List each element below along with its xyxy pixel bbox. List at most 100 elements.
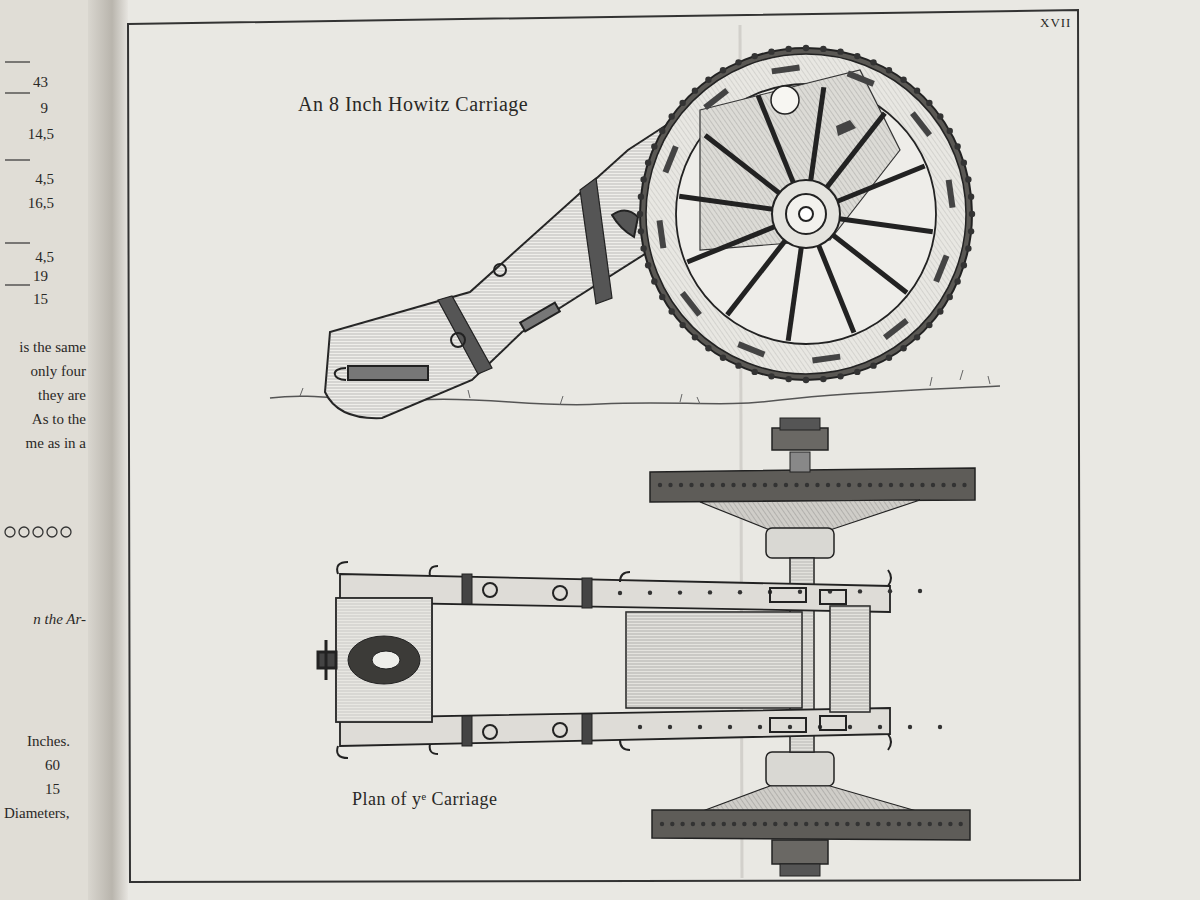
table-number: 43 bbox=[33, 75, 48, 90]
tyre-nail bbox=[752, 369, 758, 375]
bolt bbox=[738, 590, 742, 594]
tyre-nail bbox=[947, 294, 953, 300]
tyre-nail bbox=[926, 100, 932, 106]
tyre-nail bbox=[705, 77, 711, 83]
bolt bbox=[878, 483, 882, 487]
tyre-nail bbox=[640, 245, 646, 251]
tyre-nail bbox=[914, 334, 920, 340]
tyre-nail bbox=[638, 228, 644, 234]
felloe-plate bbox=[910, 111, 932, 137]
bolt bbox=[701, 822, 705, 826]
tyre-nail bbox=[969, 211, 975, 217]
tyre-nail bbox=[968, 228, 974, 234]
bolt bbox=[804, 822, 808, 826]
plate-number: XVII bbox=[1040, 16, 1071, 29]
table-number: 14,5 bbox=[28, 127, 54, 142]
bolt bbox=[698, 725, 702, 729]
table-number: 19 bbox=[33, 269, 48, 284]
wheel-spoke bbox=[810, 87, 824, 184]
bolt bbox=[773, 483, 777, 487]
tyre-nail bbox=[820, 376, 826, 382]
tyre-nail bbox=[669, 308, 675, 314]
tyre-nail bbox=[785, 46, 791, 52]
tyre-nail bbox=[854, 53, 860, 59]
bolt bbox=[897, 822, 901, 826]
bolt bbox=[848, 725, 852, 729]
wheel-spoke bbox=[687, 225, 778, 262]
tyre-nail bbox=[870, 362, 876, 368]
bolt bbox=[758, 725, 762, 729]
bolt bbox=[773, 822, 777, 826]
tyre-nail bbox=[637, 211, 643, 217]
table-number: 60 bbox=[45, 758, 60, 773]
tyre-nail bbox=[937, 308, 943, 314]
tyre-nail bbox=[837, 48, 843, 54]
body-text: me as in a bbox=[26, 436, 86, 451]
bolt bbox=[938, 725, 942, 729]
wheel-spoke bbox=[788, 244, 802, 341]
iron-bands bbox=[438, 178, 612, 374]
bolt bbox=[732, 822, 736, 826]
wheel-spoke bbox=[830, 232, 907, 292]
body-text: is the same bbox=[19, 340, 86, 355]
bolt bbox=[660, 822, 664, 826]
bolt bbox=[678, 590, 682, 594]
plate-border bbox=[128, 10, 1080, 882]
tyre-nail bbox=[651, 143, 657, 149]
felloe-plate bbox=[883, 318, 909, 340]
plate-title: An 8 Inch Howitz Carriage bbox=[298, 94, 528, 114]
bolt bbox=[668, 483, 672, 487]
bolt bbox=[845, 822, 849, 826]
bolt bbox=[753, 822, 757, 826]
bolt bbox=[908, 725, 912, 729]
bolt bbox=[731, 483, 735, 487]
tyre-nail bbox=[705, 345, 711, 351]
bolt bbox=[918, 589, 922, 593]
felloe-plate bbox=[737, 341, 765, 357]
bolt bbox=[710, 483, 714, 487]
tyre-nail bbox=[961, 262, 967, 268]
felloe-plate bbox=[657, 220, 667, 249]
tyre-nail bbox=[968, 193, 974, 199]
body-text: Diameters, bbox=[4, 806, 69, 821]
bolt bbox=[648, 591, 652, 595]
tyre-nail bbox=[735, 362, 741, 368]
bolt bbox=[784, 483, 788, 487]
tyre-nail bbox=[854, 369, 860, 375]
table-number: 9 bbox=[41, 101, 49, 116]
bolt bbox=[910, 483, 914, 487]
felloe-plate bbox=[933, 255, 949, 283]
bolt bbox=[836, 483, 840, 487]
bolt bbox=[689, 483, 693, 487]
bolt bbox=[889, 483, 893, 487]
tyre-nail bbox=[638, 193, 644, 199]
body-text: As to the bbox=[32, 412, 86, 427]
tyre-nail bbox=[820, 46, 826, 52]
tyre-nail bbox=[870, 59, 876, 65]
table-number: 16,5 bbox=[28, 196, 54, 211]
bolt bbox=[878, 725, 882, 729]
bolt bbox=[941, 483, 945, 487]
fittings bbox=[335, 210, 638, 380]
bolt bbox=[742, 483, 746, 487]
bolt bbox=[670, 822, 674, 826]
tyre-nail bbox=[803, 45, 809, 51]
bolt bbox=[857, 483, 861, 487]
bolt bbox=[868, 483, 872, 487]
tyre-nail bbox=[659, 128, 665, 134]
felloe-plate bbox=[847, 71, 875, 87]
tyre-nail bbox=[900, 77, 906, 83]
wheel-spoke bbox=[705, 135, 782, 195]
bolt bbox=[805, 483, 809, 487]
felloe-plate bbox=[771, 65, 800, 75]
bolt bbox=[899, 483, 903, 487]
bolt bbox=[752, 483, 756, 487]
tyre-nail bbox=[768, 48, 774, 54]
bolt bbox=[948, 822, 952, 826]
bolt bbox=[825, 822, 829, 826]
tyre-nail bbox=[954, 278, 960, 284]
body-text: n the Ar- bbox=[33, 612, 86, 627]
wheel bbox=[637, 45, 975, 383]
bolt bbox=[708, 590, 712, 594]
